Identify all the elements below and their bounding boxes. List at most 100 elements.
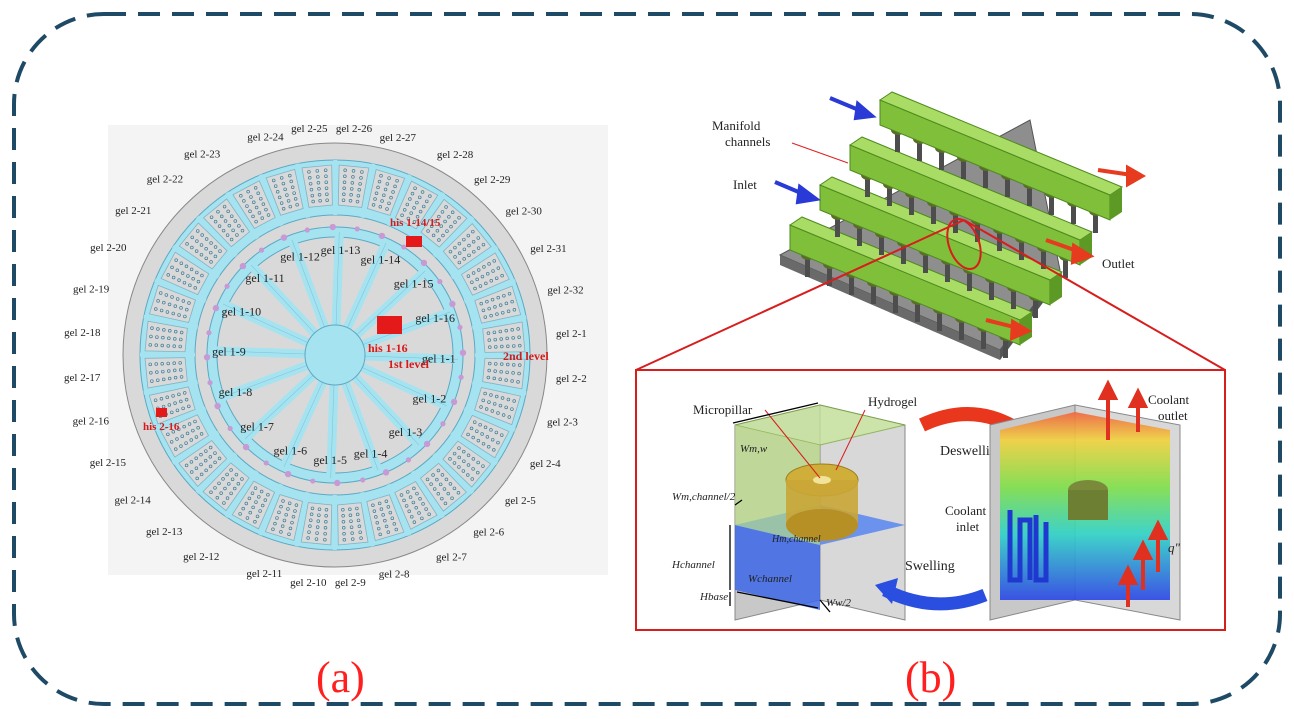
inner-node (240, 263, 246, 269)
unit-cell-hot (990, 405, 1180, 620)
inner-node (460, 350, 466, 356)
outer-gel-label: gel 2-21 (115, 205, 151, 217)
outer-gel-label: gel 2-20 (90, 242, 127, 254)
heat-flux-label: q" (1168, 540, 1181, 555)
outer-gel-label: gel 2-18 (64, 327, 101, 339)
outer-gel-label: gel 2-23 (184, 149, 221, 161)
outer-gel-label: gel 2-6 (473, 527, 504, 539)
micropillar-top (813, 476, 831, 484)
his-1-16-label: his 1-16 (368, 341, 408, 355)
ring-node (360, 477, 365, 482)
outer-gel-label: gel 2-30 (506, 206, 543, 218)
outer-gel-label: gel 2-13 (146, 526, 183, 538)
inner-node (243, 444, 249, 450)
inner-node (421, 260, 427, 266)
his-1-14-15-label: his 1-14/15 (390, 217, 441, 229)
inner-node (213, 305, 219, 311)
inner-gel-label: gel 1-7 (240, 420, 274, 434)
inner-node (379, 233, 385, 239)
swelling-label: Swelling (905, 559, 955, 574)
outer-gel-label: gel 2-25 (291, 123, 328, 135)
inner-node (334, 480, 340, 486)
inner-node (330, 224, 336, 230)
panel-a-diagram: gel 2-1 gel 2-2 gel 2-3 gel 2-4 gel 2-5 gel 2… (64, 123, 608, 589)
panel-a-label: (a) (316, 653, 365, 702)
inner-gel-label: gel 1-10 (221, 304, 261, 318)
inner-gel-label: gel 1-11 (245, 271, 284, 285)
inner-gel-label: gel 1-16 (415, 311, 455, 325)
w-channel-label: Wchannel (748, 573, 792, 585)
outer-gel-label: gel 2-16 (73, 416, 110, 428)
outer-gel-label: gel 2-1 (556, 328, 587, 340)
ring-node (355, 226, 360, 231)
center-hub (305, 325, 365, 385)
outer-gel-label: gel 2-4 (530, 458, 561, 470)
outer-gel-label: gel 2-5 (505, 495, 536, 507)
ring-node (440, 421, 445, 426)
outer-gel-label: gel 2-10 (290, 577, 327, 589)
ring-node (228, 426, 233, 431)
inner-gel-label: gel 1-4 (354, 446, 388, 460)
outer-gel-label: gel 2-2 (556, 373, 587, 385)
outer-gel-label: gel 2-14 (114, 494, 151, 506)
first-level-label: 1st level (388, 357, 430, 371)
inner-node (451, 399, 457, 405)
h-channel-label: Hchannel (671, 559, 715, 571)
inner-gel-label: gel 1-3 (389, 425, 423, 439)
ring-node (401, 244, 406, 249)
outlet-label: Outlet (1102, 256, 1135, 271)
inner-gel-label: gel 1-9 (212, 344, 246, 358)
inner-node (449, 301, 455, 307)
ring-node (224, 284, 229, 289)
manifold-pointer (792, 143, 848, 163)
outer-gel-label: gel 2-22 (147, 173, 183, 185)
ring-node (310, 478, 315, 483)
outer-gel-label: gel 2-12 (183, 551, 219, 563)
outer-gel-label: gel 2-15 (90, 457, 127, 469)
zoom-detail-box: Micropillar Hydrogel Wm,w Wm,channel/2 H… (636, 370, 1225, 630)
inner-node (285, 471, 291, 477)
inner-node (424, 441, 430, 447)
inner-gel-label: gel 1-8 (219, 385, 253, 399)
outer-gel-label: gel 2-7 (436, 551, 467, 563)
inner-gel-label: gel 1-2 (413, 392, 447, 406)
inner-gel-label: gel 1-15 (394, 276, 434, 290)
hydrogel-label: Hydrogel (868, 394, 917, 409)
w-mw-label: Wm,w (740, 443, 768, 455)
outer-gel-label: gel 2-17 (64, 372, 101, 384)
manifold-channels-group (790, 92, 1122, 358)
ring-node (437, 279, 442, 284)
outer-gel-label: gel 2-29 (474, 174, 511, 186)
inner-gel-label: gel 1-5 (313, 453, 347, 467)
inner-node (383, 469, 389, 475)
micropillar-label: Micropillar (693, 402, 753, 417)
ring-node (206, 330, 211, 335)
deswelled-hydrogel-body (1068, 490, 1108, 520)
inner-node (281, 234, 287, 240)
his-1-16-marker (377, 316, 402, 334)
his-2-16-label: his 2-16 (143, 421, 180, 433)
outer-gel-label: gel 2-3 (547, 417, 578, 429)
ring-node (264, 460, 269, 465)
w-mchannel-half-label: Wm,channel/2 (672, 491, 736, 503)
ring-node (458, 375, 463, 380)
inner-node (204, 354, 210, 360)
h-mchannel-label: Hm,channel (771, 534, 821, 545)
inner-gel-label: gel 1-6 (273, 444, 307, 458)
outer-gel-label: gel 2-8 (379, 568, 410, 580)
outer-gel-label: gel 2-11 (246, 568, 282, 580)
h-base-label: Hbase (699, 591, 728, 603)
inner-gel-label: gel 1-14 (361, 252, 401, 266)
inner-gel-label: gel 1-13 (321, 243, 361, 257)
outer-gel-label: gel 2-28 (437, 149, 474, 161)
second-level-label: 2nd level (503, 349, 549, 363)
inner-node (214, 403, 220, 409)
w-w-half-label: Ww/2 (826, 597, 852, 609)
inner-gel-label: gel 1-12 (280, 250, 320, 264)
outer-gel-label: gel 2-26 (336, 123, 373, 135)
ring-node (406, 457, 411, 462)
outer-gel-label: gel 2-24 (247, 132, 284, 144)
his-1-14-15-marker (406, 236, 422, 247)
